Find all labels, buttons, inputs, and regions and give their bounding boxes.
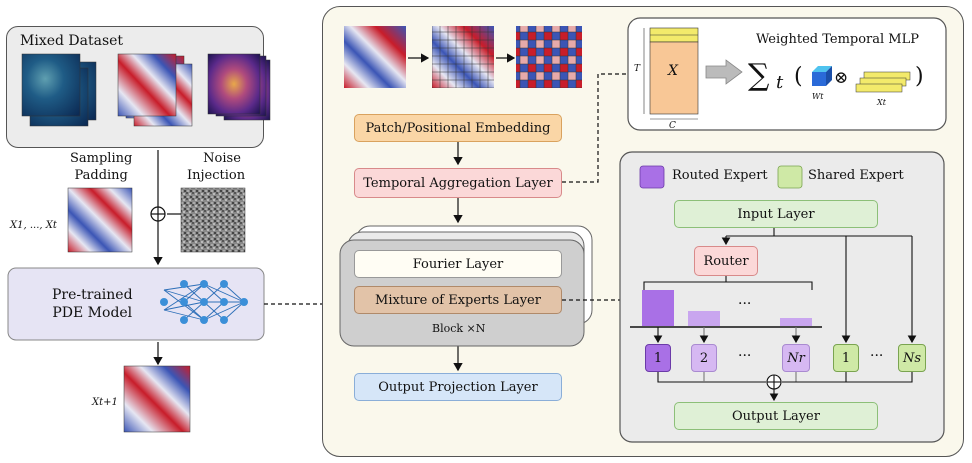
neural-network-icon <box>160 280 248 324</box>
dataset-thumb-turbulent <box>21 53 97 127</box>
routed-expert-nr: Nr <box>782 344 810 372</box>
open-paren: ( <box>794 64 803 89</box>
input-layer-box: Input Layer <box>674 200 878 228</box>
noise-image <box>180 187 246 253</box>
sum-symbol: ∑ <box>748 58 770 93</box>
mlp-title: Weighted Temporal MLP <box>756 32 919 47</box>
routed-expert-2: 2 <box>691 344 717 372</box>
output-prediction-image <box>123 365 191 433</box>
weight-label: Wt <box>812 92 824 101</box>
routed-expert-1: 1 <box>645 344 671 372</box>
shared-expert-ns: Ns <box>898 344 926 372</box>
input-sequence-image <box>67 187 133 253</box>
patch-grid-image <box>432 26 494 88</box>
output-projection-box: Output Projection Layer <box>354 373 562 401</box>
patch-embedding-box: Patch/Positional Embedding <box>354 114 562 142</box>
patch-input-image <box>344 26 406 88</box>
transform-arrow-icon <box>705 59 743 85</box>
dataset-thumb-waves <box>117 53 193 127</box>
shared-legend-swatch <box>777 165 803 189</box>
otimes-symbol: ⊗ <box>834 68 849 88</box>
dataset-thumb-plasma <box>207 53 271 121</box>
sum-subscript: t <box>776 72 784 93</box>
x-stack-label: Xt <box>877 98 886 107</box>
matrix-x-label: X <box>668 63 678 79</box>
output-layer-box: Output Layer <box>674 402 878 430</box>
x-stack-icon <box>855 71 911 93</box>
shared-legend-label: Shared Expert <box>808 168 904 183</box>
matrix-c-label: C <box>669 121 676 131</box>
temporal-aggregation-box: Temporal Aggregation Layer <box>354 168 562 198</box>
circled-plus-icon <box>150 206 166 222</box>
close-paren: ) <box>915 64 924 89</box>
routed-legend-label: Routed Expert <box>672 168 768 183</box>
output-label: Xt+1 <box>92 397 118 408</box>
sum-plus-icon <box>766 374 782 390</box>
shared-expert-1: 1 <box>833 344 859 372</box>
moe-layer-box: Mixture of Experts Layer <box>354 286 562 314</box>
input-sequence-label: X1, ..., Xt <box>10 220 57 231</box>
patch-shuffled-image <box>516 26 582 88</box>
fourier-layer-box: Fourier Layer <box>354 250 562 278</box>
routed-legend-swatch <box>639 165 665 189</box>
block-label: Block ×N <box>432 322 486 335</box>
weight-cube-icon <box>812 66 832 86</box>
router-box: Router <box>694 246 758 276</box>
matrix-t-label: T <box>634 64 641 74</box>
shared-ellipsis: ··· <box>870 348 884 364</box>
routed-ellipsis: ··· <box>738 348 752 364</box>
bar-ellipsis: ··· <box>738 296 752 312</box>
mixed-dataset-label: Mixed Dataset <box>20 33 124 49</box>
